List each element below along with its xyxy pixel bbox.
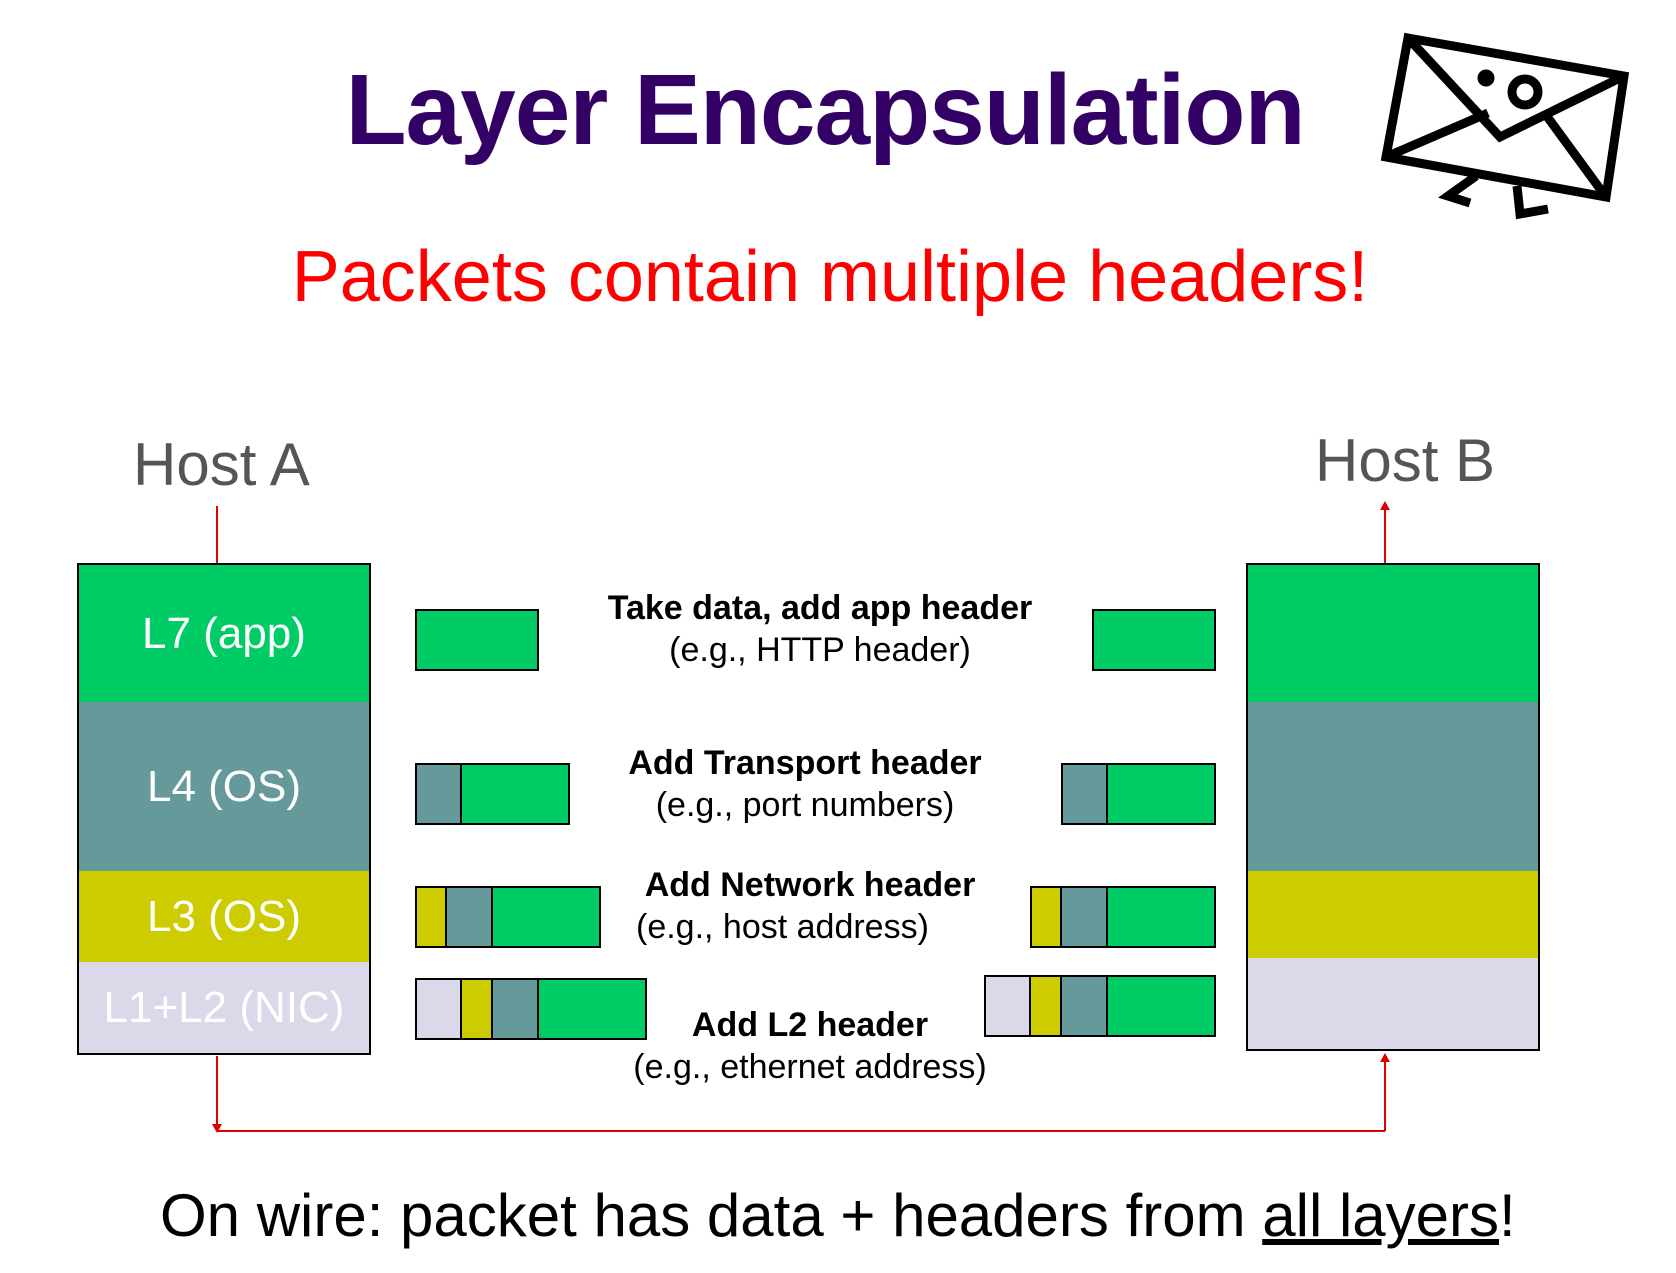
l2-header-segment bbox=[984, 975, 1031, 1037]
step-l2-caption: Add L2 header (e.g., ethernet address) bbox=[600, 1004, 1020, 1088]
arrow-up-icon bbox=[1380, 501, 1390, 510]
data-segment bbox=[493, 886, 601, 948]
packet-a-l2 bbox=[415, 978, 647, 1040]
transport-header-segment bbox=[1062, 975, 1108, 1037]
transport-header-segment bbox=[447, 886, 493, 948]
layer-l4-label: L4 (OS) bbox=[146, 761, 302, 811]
page-title: Layer Encapsulation bbox=[345, 54, 1305, 166]
data-segment bbox=[1108, 763, 1216, 825]
footer-text: On wire: packet has data + headers from … bbox=[160, 1180, 1516, 1252]
transport-header-segment bbox=[1062, 886, 1108, 948]
step-transport-caption: Add Transport header (e.g., port numbers… bbox=[560, 742, 1050, 826]
arrow-down-icon bbox=[212, 1124, 222, 1133]
footer-underlined: all layers bbox=[1262, 1182, 1499, 1249]
host-b-layer-l4 bbox=[1246, 702, 1540, 873]
network-header-segment bbox=[1031, 975, 1062, 1037]
host-b-layer-l3 bbox=[1246, 871, 1540, 960]
packet-b-network bbox=[1030, 886, 1216, 948]
packet-a-app bbox=[415, 609, 539, 671]
step-app-title: Take data, add app header bbox=[607, 589, 1033, 627]
footer-suffix: ! bbox=[1499, 1182, 1516, 1249]
step-app-caption: Take data, add app header (e.g., HTTP he… bbox=[560, 587, 1080, 671]
data-segment bbox=[1108, 886, 1216, 948]
subtitle: Packets contain multiple headers! bbox=[291, 237, 1369, 317]
host-a-label: Host A bbox=[133, 431, 310, 498]
layer-l3-label: L3 (OS) bbox=[146, 891, 302, 941]
data-segment bbox=[415, 609, 539, 671]
data-segment bbox=[1092, 609, 1216, 671]
step-transport-title: Add Transport header bbox=[628, 744, 982, 782]
network-header-segment bbox=[462, 978, 493, 1040]
host-b-layer-l12 bbox=[1246, 958, 1540, 1051]
footer-prefix: On wire: packet has data + headers from bbox=[160, 1182, 1263, 1249]
transport-header-segment bbox=[1061, 763, 1108, 825]
packet-b-l2 bbox=[984, 975, 1216, 1037]
transport-header-segment bbox=[493, 978, 539, 1040]
host-b-stack bbox=[1246, 563, 1540, 1053]
layer-l12-label: L1+L2 (NIC) bbox=[103, 982, 345, 1032]
arrow-up-icon bbox=[1380, 1053, 1390, 1062]
step-network-caption: Add Network header (e.g., host address) bbox=[600, 864, 1020, 948]
step-transport-example: (e.g., port numbers) bbox=[655, 786, 955, 824]
step-l2-example: (e.g., ethernet address) bbox=[633, 1048, 987, 1086]
step-l2-title: Add L2 header bbox=[691, 1006, 929, 1044]
layer-l3-block: L3 (OS) bbox=[77, 871, 371, 964]
transport-header-segment bbox=[415, 763, 462, 825]
data-segment bbox=[462, 763, 570, 825]
host-b-label: Host B bbox=[1315, 427, 1496, 494]
packet-b-transport bbox=[1061, 763, 1216, 825]
step-network-example: (e.g., host address) bbox=[636, 908, 929, 946]
step-network-title: Add Network header bbox=[644, 866, 976, 904]
data-segment bbox=[539, 978, 647, 1040]
packet-a-network bbox=[415, 886, 601, 948]
layer-l7-block: L7 (app) bbox=[77, 563, 371, 704]
layer-l7-label: L7 (app) bbox=[142, 608, 306, 658]
l2-header-segment bbox=[415, 978, 462, 1040]
data-segment bbox=[1108, 975, 1216, 1037]
layer-l4-block: L4 (OS) bbox=[77, 702, 371, 873]
network-header-segment bbox=[1030, 886, 1062, 948]
packet-b-app bbox=[1092, 609, 1216, 671]
step-app-example: (e.g., HTTP header) bbox=[669, 631, 971, 669]
host-b-layer-l7 bbox=[1246, 563, 1540, 704]
packet-a-transport bbox=[415, 763, 570, 825]
layer-l12-block: L1+L2 (NIC) bbox=[77, 962, 371, 1055]
host-a-stack: L7 (app) L4 (OS) L3 (OS) L1+L2 (NIC) bbox=[77, 563, 371, 1057]
network-header-segment bbox=[415, 886, 447, 948]
